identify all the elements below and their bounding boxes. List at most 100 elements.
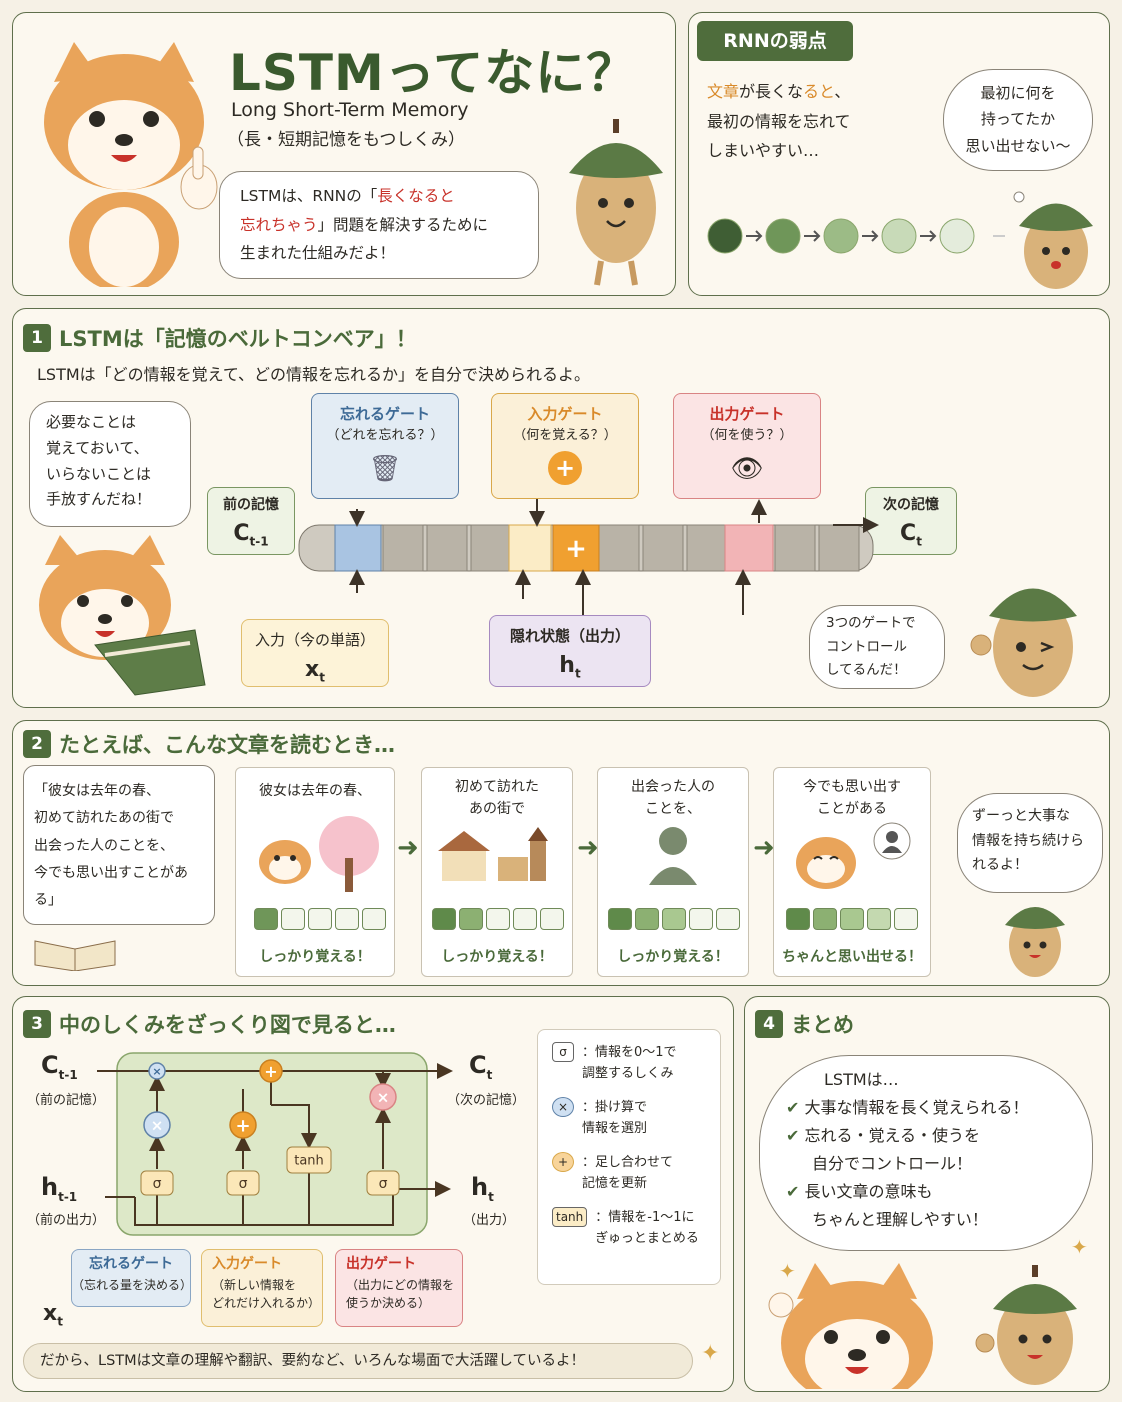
h-symbol: h [559,653,575,678]
tanh-block-label: tanh [294,1154,324,1169]
section-1-description: LSTMは「どの情報を覚えて、どの情報を忘れるか」を自分で決められるよ。 [37,365,591,384]
thought-line-3: 思い出せない〜 [965,136,1071,155]
section-1-header: 1 LSTMは「記憶のベルトコンベア」！ [23,323,417,353]
acorn-thumbs-up-illustration [970,588,1077,697]
arrow-right-icon: ➜ [577,833,599,863]
legend-row-add: +：足し合わせて記憶を更新 [552,1151,706,1195]
c-subscript: t-1 [249,534,269,549]
belt-slot [642,524,684,572]
multiply-node-label: × [377,1088,390,1106]
summary-point-text: 自分でコントロール！ [812,1154,973,1173]
chain-arrow [862,230,879,242]
trash-icon: 🗑 [368,453,402,484]
sigma-gate-forget [140,1170,174,1196]
h-symbol: h [41,1173,59,1201]
sigma-gate-output [366,1170,400,1196]
multiply-node [148,1062,166,1080]
summary-point-text: ちゃんと理解しやすい！ [812,1210,988,1229]
add-node-label: + [264,1062,277,1081]
hidden-state-label: 隠れ状態（出力） [509,627,630,645]
section-4-header: 4 まとめ [755,1009,854,1039]
acorn-bubble-line: 3つのゲートで [826,615,916,631]
c-prev-label: （前の記憶） [27,1093,106,1108]
legend-row-multiply: ×：掛け算で情報を選別 [552,1096,706,1140]
belt-slot [426,524,468,572]
section-1-title: LSTMは「記憶のベルトコンベア」！ [59,327,417,351]
dog-bubble-line: 覚えておいて、 [46,438,149,457]
section-3-title: 中のしくみをざっくり図で見ると… [59,1013,396,1037]
input-word-box: 入力（今の単語） xt [241,619,389,687]
acorn-memory-bubble: ずーっと大事な 情報を持ち続けら れるよ！ [957,793,1103,893]
acorn-happy-illustration [975,1265,1077,1385]
input-gate-explanation: 入力ゲート （新しい情報を どれだけ入れるか） [201,1249,323,1327]
legend-text: 情報を選別 [582,1121,648,1137]
dog-bubble-line: 手放すんだね！ [46,490,152,509]
x-subscript: t [57,1314,63,1329]
h-symbol: h [471,1173,489,1201]
card-caption: しっかり覚える！ [441,949,553,965]
page-title: LSTMってなに？ [229,44,638,102]
dog-bubble-line: いらないことは [46,464,152,483]
memory-bar [786,908,918,930]
input-gate-label: 入力ゲート [527,405,603,423]
input-gate-sub: （何を覚える？） [513,428,617,443]
output-gate-sub: （何を使う？） [701,428,793,443]
acorn-bubble-line: してるんだ！ [826,662,907,679]
card-text-line: 初めて訪れた [455,779,539,795]
intro-text-highlight-2: 忘れちゃう [240,215,318,234]
legend-row-sigma: σ：情報を0〜1で調整するしくみ [552,1042,706,1085]
acorn-walking-illustration [1005,907,1065,977]
add-node [259,1059,283,1083]
fading-memory-chain [707,218,1005,254]
c-next-label: （次の記憶） [447,1093,526,1108]
svg-text:+: + [565,534,587,564]
add-node-label: + [235,1115,250,1136]
shiba-dog-pointing-illustration [44,42,218,287]
memory-bar [254,908,386,930]
sigma-gate-output-label: σ [379,1176,388,1192]
acorn-bubble-line: ずーっと大事な [972,808,1070,824]
plus-circle-icon: + [548,450,582,485]
section-1-panel: 1 LSTMは「記憶のベルトコンベア」！ LSTMは「どの情報を覚えて、どの情報… [12,308,1110,708]
memory-node [881,218,917,254]
sigma-gate-input-label: σ [239,1176,248,1192]
rnn-text-d: 、 [834,82,851,101]
forget-gate-title: 忘れるゲート [89,1256,173,1272]
hidden-state-symbol: ht [490,648,650,684]
belt-slot [598,524,640,572]
legend-text: ：足し合わせて [582,1154,674,1170]
h-subscript: t [574,666,581,681]
memory-node [823,218,859,254]
conveyor-belt-diagram: + [298,499,879,615]
quote-line: 「彼女は去年の春、 [34,783,160,799]
c-symbol: C [900,521,917,547]
multiply-node [143,1111,171,1139]
rnn-text-word: 文章 [707,82,740,101]
output-gate-desc-line: （出力にどの情報を [346,1277,455,1292]
next-memory-symbol: Ct [866,516,956,552]
chain-arrow [746,230,763,242]
card-caption: しっかり覚える！ [259,949,371,965]
legend-text: 記憶を更新 [582,1176,648,1192]
x-input-symbol: xt [43,1301,63,1328]
legend-text: 調整するしくみ [582,1066,674,1082]
rnn-text-b: が長くな [739,82,804,101]
memory-bar [432,908,564,930]
example-card-3: 出会った人の ことを、 しっかり覚える！ [597,767,749,977]
section-1-number: 1 [23,324,51,352]
rnn-description: 文章が長くなると、 最初の情報を忘れて しまいやすい… [707,77,851,166]
card-caption: しっかり覚える！ [617,949,729,965]
intro-text-highlight-1: 長くなると [377,187,455,205]
belt-slot [470,524,512,572]
next-memory-box: 次の記憶 Ct [865,487,957,555]
c-symbol: C [41,1051,59,1079]
output-gate-box: 出力ゲート （何を使う？） 👁 [673,393,821,499]
prev-memory-box: 前の記憶 Ct-1 [207,487,295,555]
section-3-number: 3 [23,1010,51,1038]
section-3-footer: だから、LSTMは文章の理解や翻訳、要約など、いろんな場面で大活躍しているよ！ [23,1343,693,1379]
c-subscript: t-1 [58,1067,78,1082]
forget-gate-box: 忘れるゲート （どれを忘れる？） 🗑 [311,393,459,499]
c-subscript: t [916,534,922,549]
summary-bubble: LSTMは… ✔ 大事な情報を長く覚えられる！ ✔ 忘れる・覚える・使うを自分で… [759,1055,1093,1251]
sparkle-icon: ✦ [779,1259,796,1283]
